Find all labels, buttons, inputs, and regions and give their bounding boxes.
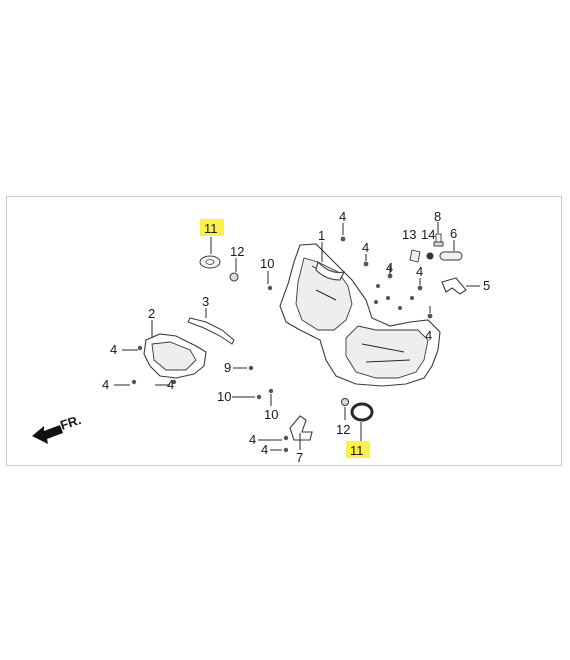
callout-9: 9 [224, 360, 231, 375]
callout-12-left: 12 [230, 244, 244, 259]
callout-10-mid: 10 [217, 389, 231, 404]
seal-strip [187, 317, 235, 345]
bolt-part-8 [433, 233, 444, 247]
callout-12-right: 12 [336, 422, 350, 437]
callout-4-mid-a: 4 [362, 240, 369, 255]
callout-10-bottom: 10 [264, 407, 278, 422]
bracket-part-7 [289, 415, 313, 441]
leader-lines [114, 222, 480, 451]
front-direction-label: FR. [58, 412, 83, 433]
callout-6: 6 [450, 226, 457, 241]
inner-body-panel [279, 243, 441, 387]
callout-11-left: 11 [204, 221, 218, 236]
callout-4-right: 4 [425, 328, 432, 343]
callout-4-mid-c: 4 [416, 264, 423, 279]
callout-4-left-b: 4 [102, 377, 109, 392]
callout-7: 7 [296, 450, 303, 465]
clip-part-12-left [229, 272, 239, 282]
grommet-part-11-left [199, 255, 221, 269]
callout-4-bottom-b: 4 [261, 442, 268, 457]
callout-10-top: 10 [260, 256, 274, 271]
callout-4-left-c: 4 [167, 377, 174, 392]
front-direction-arrow-icon [32, 425, 63, 444]
callout-4-top: 4 [339, 209, 346, 224]
callout-13: 13 [402, 227, 416, 242]
lower-cover-panel [143, 333, 207, 379]
callout-4-bottom-a: 4 [249, 432, 256, 447]
screw-set [131, 236, 433, 453]
cap-part-6 [439, 251, 463, 261]
callout-highlight-11-right [346, 441, 370, 458]
callout-14: 14 [421, 227, 435, 242]
diagram-frame [6, 196, 562, 466]
callout-5: 5 [483, 278, 490, 293]
ring-part-11-right [350, 402, 374, 422]
callout-3: 3 [202, 294, 209, 309]
callout-1: 1 [318, 228, 325, 243]
callout-2: 2 [148, 306, 155, 321]
clip-part-13 [409, 249, 421, 263]
callout-4-mid-b: 4 [386, 260, 393, 275]
clip-part-12-right [341, 398, 349, 406]
callout-8: 8 [434, 209, 441, 224]
nut-part-14 [426, 252, 434, 260]
bracket-part-5 [441, 277, 467, 295]
callout-11-right: 11 [350, 443, 364, 458]
callout-4-left-a: 4 [110, 342, 117, 357]
callout-highlight-11-left [200, 219, 224, 236]
